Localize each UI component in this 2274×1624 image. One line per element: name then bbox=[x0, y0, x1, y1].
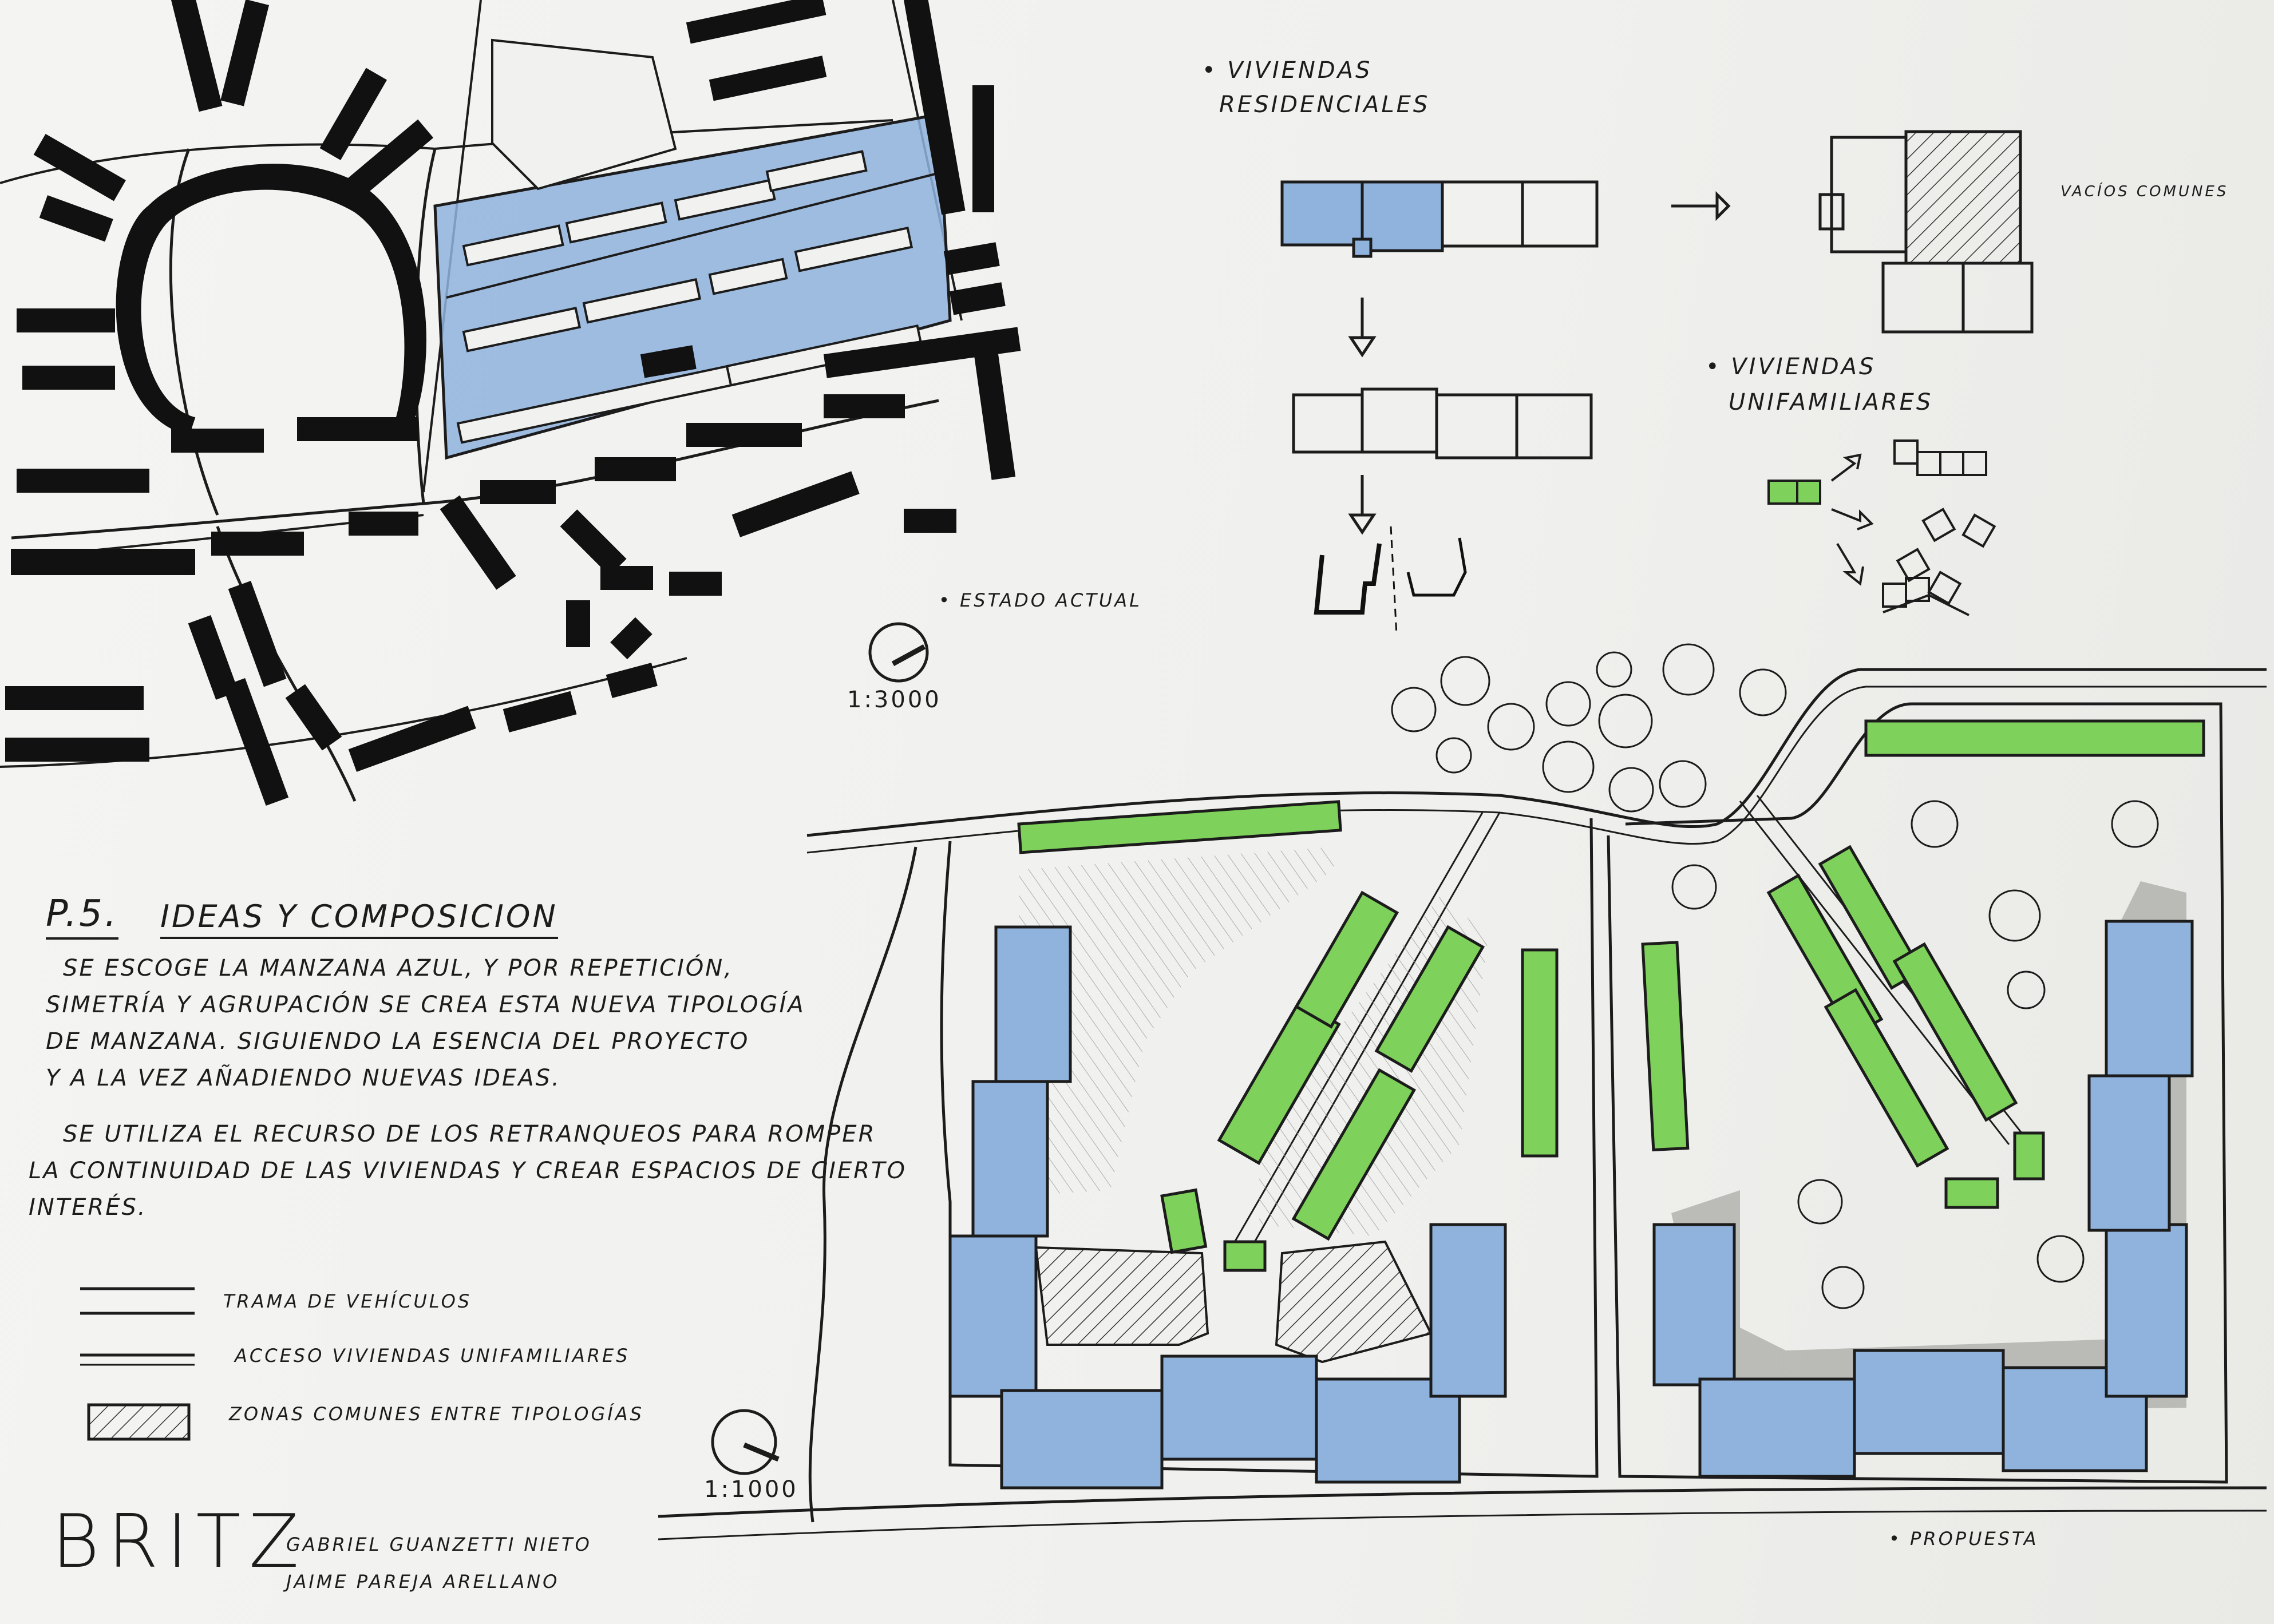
scale-small: 1:3000 bbox=[847, 687, 942, 713]
legend-symbols bbox=[80, 1287, 195, 1441]
label-proposal: • PROPUESTA bbox=[1889, 1528, 2039, 1550]
paragraph-line-2: SIMETRÍA Y AGRUPACIÓN SE CREA ESTA NUEVA… bbox=[46, 992, 805, 1018]
proposal-blue-buildings bbox=[948, 920, 2194, 1490]
label-single-family-1: • VIVIENDAS bbox=[1706, 354, 1876, 380]
common-zones bbox=[1034, 1240, 1433, 1364]
label-residential-1: • VIVIENDAS bbox=[1202, 57, 1373, 84]
paragraph-line-3: DE MANZANA. SIGUIENDO LA ESENCIA DEL PRO… bbox=[46, 1028, 750, 1055]
paragraph-line-7: INTERÉS. bbox=[29, 1194, 147, 1221]
legend-common: ZONAS COMUNES ENTRE TIPOLOGÍAS bbox=[229, 1403, 644, 1425]
sheet-code-text: P.5. bbox=[46, 893, 119, 940]
single-family-diagram bbox=[1767, 439, 1996, 616]
label-current-state: • ESTADO ACTUAL bbox=[939, 589, 1142, 611]
residential-diagram bbox=[1280, 130, 2034, 535]
label-single-family-2: UNIFAMILIARES bbox=[1729, 389, 1933, 415]
label-residential-2: RESIDENCIALES bbox=[1219, 92, 1430, 118]
paragraph-line-4: Y A LA VEZ AÑADIENDO NUEVAS IDEAS. bbox=[46, 1065, 561, 1091]
legend-vehicles: TRAMA DE VEHÍCULOS bbox=[223, 1290, 472, 1312]
trees bbox=[1391, 643, 2159, 1309]
proposal-green-buildings bbox=[1017, 719, 2205, 1272]
blue-block bbox=[433, 38, 952, 460]
proposal-plan bbox=[658, 668, 2267, 1540]
paragraph-line-6: LA CONTINUIDAD DE LAS VIVIENDAS Y CREAR … bbox=[29, 1158, 907, 1184]
paragraph-line-5: SE UTILIZA EL RECURSO DE LOS RETRANQUEOS… bbox=[63, 1121, 876, 1147]
label-voids: VACÍOS COMUNES bbox=[2061, 183, 2229, 200]
north-arrow-small bbox=[868, 622, 929, 683]
sheet-heading-text: IDEAS Y COMPOSICION bbox=[160, 898, 558, 939]
paragraph-line-1: SE ESCOGE LA MANZANA AZUL, Y POR REPETIC… bbox=[63, 955, 733, 981]
author-1: GABRIEL GUANZETTI NIETO bbox=[286, 1534, 592, 1555]
sheet-heading: IDEAS Y COMPOSICION bbox=[160, 898, 558, 939]
composition-detail bbox=[1314, 526, 1467, 636]
sheet-code: P.5. bbox=[46, 893, 119, 940]
author-2: JAIME PAREJA ARELLANO bbox=[286, 1571, 560, 1593]
existing-buildings bbox=[5, 0, 1021, 806]
north-arrow-large bbox=[711, 1409, 780, 1475]
legend-access: ACCESO VIVIENDAS UNIFAMILIARES bbox=[235, 1345, 630, 1366]
scale-large: 1:1000 bbox=[704, 1476, 798, 1503]
project-name: BRITZ bbox=[52, 1499, 307, 1585]
